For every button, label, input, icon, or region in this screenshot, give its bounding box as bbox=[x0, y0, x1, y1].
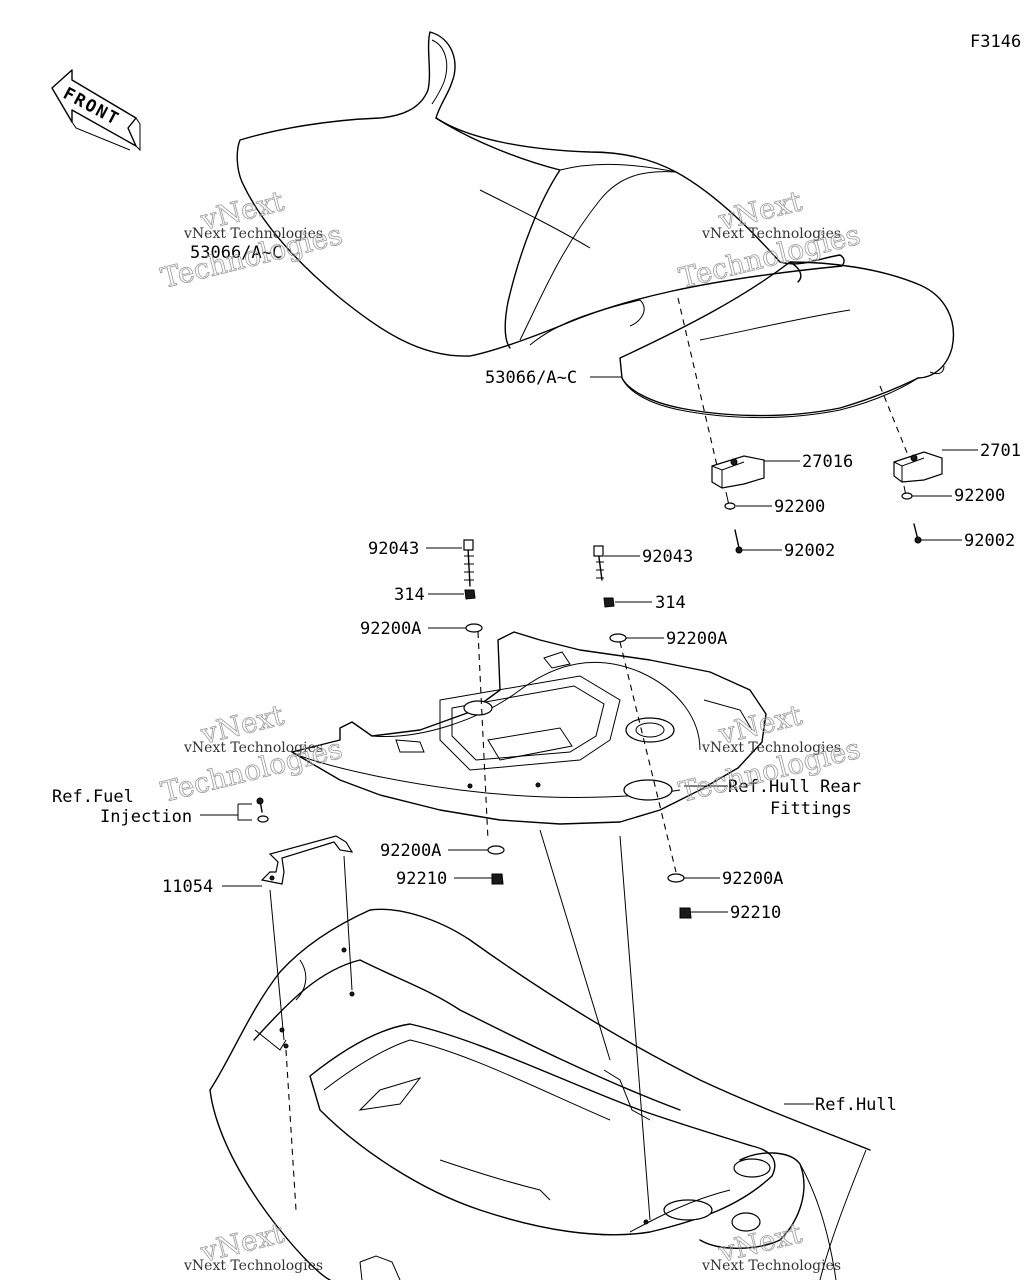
label-ref-fuel-2: Injection bbox=[100, 807, 192, 827]
front-arrow-icon: FRONT bbox=[51, 69, 141, 152]
label-92200a-right-top: 92200A bbox=[666, 629, 727, 649]
label-314-left: 314 bbox=[394, 585, 425, 605]
washer-92200a-right-top-part bbox=[609, 633, 627, 643]
washer-92200-left-part bbox=[724, 502, 736, 510]
label-92002-right: 92002 bbox=[964, 531, 1015, 551]
rear-seat-part bbox=[619, 261, 955, 419]
bracket-11054-part bbox=[260, 835, 354, 885]
label-92210-left: 92210 bbox=[396, 869, 447, 889]
label-92002-left: 92002 bbox=[784, 541, 835, 561]
washer-92200a-left-top-part bbox=[465, 623, 483, 633]
label-ref-hull-rear-1: Ref.Hull Rear bbox=[728, 777, 861, 797]
watermark-6: vNext Technologies vNext bbox=[701, 1216, 841, 1274]
hull-part bbox=[209, 829, 871, 1280]
label-27016: 27016 bbox=[802, 452, 853, 472]
svg-text:vNext Technologies: vNext Technologies bbox=[183, 740, 323, 756]
label-2701: 2701 bbox=[980, 441, 1021, 461]
label-92043-right: 92043 bbox=[642, 547, 693, 567]
washer-92200a-left-bottom-part bbox=[487, 845, 505, 855]
watermark-2: vNext Technologies vNext Technologies bbox=[675, 184, 864, 295]
label-92200-left: 92200 bbox=[774, 497, 825, 517]
nut-314-right-part bbox=[603, 597, 615, 608]
label-92200a-right-bottom: 92200A bbox=[722, 869, 783, 889]
label-92210-right: 92210 bbox=[730, 903, 781, 923]
svg-text:vNext Technologies: vNext Technologies bbox=[183, 1258, 323, 1274]
label-11054: 11054 bbox=[162, 877, 213, 897]
label-ref-fuel-1: Ref.Fuel bbox=[52, 787, 134, 807]
label-92200a-left-bottom: 92200A bbox=[380, 841, 441, 861]
nut-314-left-part bbox=[464, 589, 476, 600]
bolt-92002-left-part bbox=[734, 529, 740, 549]
svg-text:vNext Technologies: vNext Technologies bbox=[701, 226, 841, 242]
front-seat-part bbox=[236, 31, 845, 357]
bracket-27016-part bbox=[711, 455, 765, 489]
label-92043-left: 92043 bbox=[368, 539, 419, 559]
washer-92200-right-part bbox=[901, 492, 913, 500]
svg-text:vNext Technologies: vNext Technologies bbox=[701, 1258, 841, 1274]
nut-92210-left-part bbox=[491, 873, 504, 885]
watermark-3: vNext Technologies vNext Technologies bbox=[157, 698, 346, 809]
label-314-right: 314 bbox=[655, 593, 686, 613]
label-92200-right: 92200 bbox=[954, 486, 1005, 506]
nut-92210-right-part bbox=[679, 907, 692, 919]
seat-frame-part bbox=[291, 631, 767, 825]
bracket-2701-part bbox=[893, 451, 943, 483]
label-92200a-left-top: 92200A bbox=[360, 619, 421, 639]
label-rear-seat: 53066/A~C bbox=[485, 368, 577, 388]
fuel-injection-ref-bracket bbox=[237, 797, 269, 823]
watermark-5: vNext Technologies vNext bbox=[183, 1216, 323, 1274]
label-front-seat: 53066/A~C bbox=[190, 243, 282, 263]
washer-92200a-right-bottom-part bbox=[667, 873, 685, 883]
svg-text:vNext Technologies: vNext Technologies bbox=[701, 740, 841, 756]
svg-text:vNext Technologies: vNext Technologies bbox=[183, 226, 323, 242]
figure-code: F3146 bbox=[970, 32, 1021, 52]
label-ref-hull: Ref.Hull bbox=[815, 1095, 897, 1115]
label-ref-hull-rear-2: Fittings bbox=[770, 799, 852, 819]
